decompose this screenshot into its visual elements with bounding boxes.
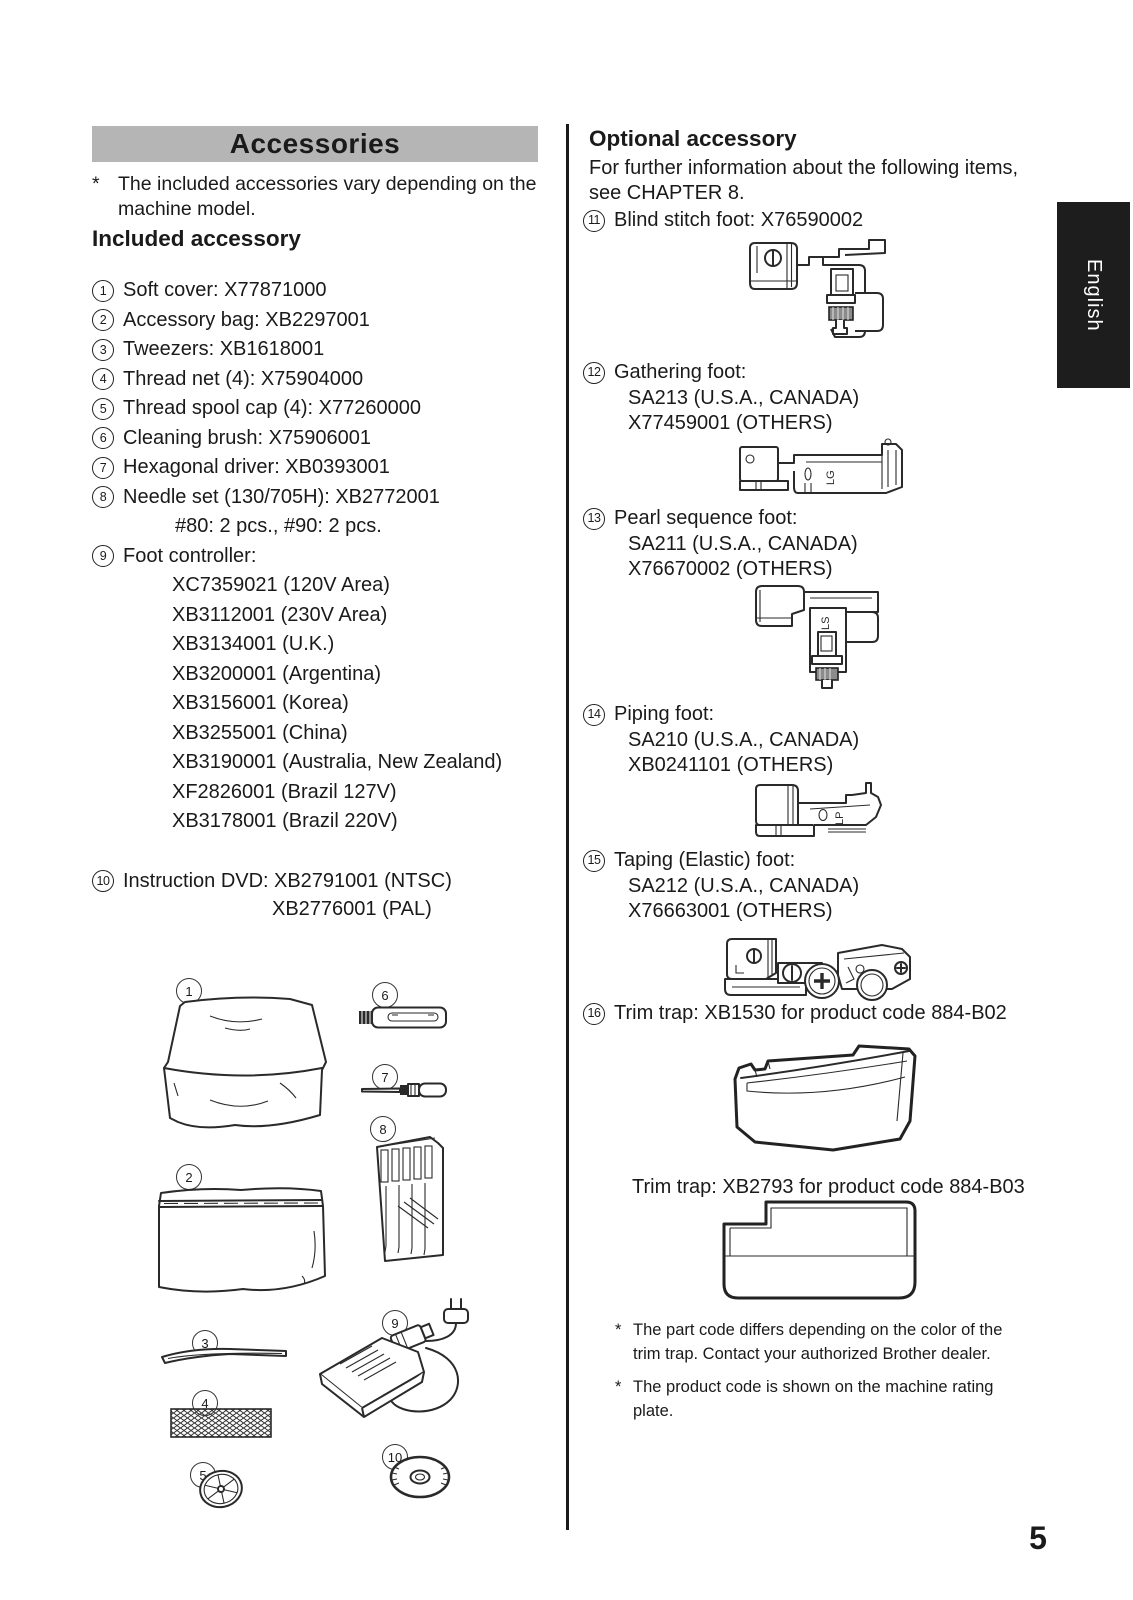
figure-callout-8: 8 [370,1116,396,1142]
figure-callout-7: 7 [372,1064,398,1090]
list-item: 6 Cleaning brush: X75906001 [92,424,557,454]
blind-stitch-foot-illustration [749,239,886,338]
item-number-badge: 13 [583,508,605,530]
piping-foot-illustration: LP [755,782,882,837]
dvd-code: XB2791001 (NTSC) [274,869,452,892]
language-tab: English [1057,202,1130,388]
item-number-badge: 12 [583,362,605,384]
list-item: 10 Instruction DVD: XB2791001 (NTSC) [92,867,557,897]
item-number-badge: 11 [583,210,605,232]
language-tab-label: English [1083,258,1105,332]
taping-elastic-foot-illustration [724,938,911,1001]
trim-trap-1-illustration [733,1044,917,1152]
optional-item-11: 11 Blind stitch foot: X76590002 [583,208,863,234]
note-text: The included accessories vary depending … [118,173,537,220]
footnote-asterisk: * [615,1321,622,1339]
footnote: * The product code is shown on the machi… [615,1375,1015,1423]
gathering-foot-illustration: LG [739,438,903,494]
page-number: 5 [1029,1520,1047,1556]
optional-accessory-intro: For further information about the follow… [589,157,1019,204]
list-item: 7 Hexagonal driver: XB0393001 [92,453,557,483]
thread-net-illustration [170,1408,272,1438]
accessory-bag-illustration [158,1187,326,1293]
svg-text:LP: LP [834,812,846,825]
hexagonal-driver-illustration [361,1082,447,1098]
optional-item-14: 14 Piping foot: SA210 (U.S.A., CANADA) X… [583,702,859,779]
optional-item-12: 12 Gathering foot: SA213 (U.S.A., CANADA… [583,360,859,437]
footnote-asterisk: * [615,1378,622,1396]
item-number-badge: 4 [92,368,114,391]
tweezers-illustration [161,1347,287,1364]
dvd-code: XB2776001 (PAL) [272,898,432,920]
needle-set-illustration [376,1136,444,1262]
page-title: Accessories [229,128,401,159]
trim-trap-2-illustration [722,1200,917,1300]
item-number-badge: 14 [583,704,605,726]
accessories-note: * The included accessories vary dependin… [92,172,538,222]
thread-spool-cap-illustration [199,1469,243,1509]
soft-cover-illustration [163,996,327,1129]
figure-callout-2: 2 [176,1164,202,1190]
included-accessory-figures: 1 6 7 8 [92,960,562,1540]
svg-text:LG: LG [825,470,837,485]
foot-controller-variant: XB3134001 (U.K.) [172,633,335,655]
foot-controller-variant: XB3156001 (Korea) [172,692,349,714]
item-number-badge: 7 [92,456,114,479]
item-number-badge: 16 [583,1003,605,1025]
foot-controller-illustration [319,1298,469,1418]
foot-controller-variant: XB3190001 (Australia, New Zealand) [172,751,503,773]
list-item: 1 Soft cover: X77871000 [92,276,557,306]
footnotes: * The part code differs depending on the… [615,1318,1015,1432]
list-item: 8 Needle set (130/705H): XB2772001 [92,483,557,513]
list-item: 9 Foot controller: [92,542,557,572]
optional-item-15: 15 Taping (Elastic) foot: SA212 (U.S.A.,… [583,848,859,925]
optional-accessory-heading: Optional accessory [589,126,797,151]
footnote: * The part code differs depending on the… [615,1318,1015,1366]
list-item: 3 Tweezers: XB1618001 [92,335,557,365]
list-item: 4 Thread net (4): X75904000 [92,365,557,395]
item-number-badge: 10 [92,870,114,893]
included-accessory-heading: Included accessory [92,226,301,251]
foot-controller-variant: XB3255001 (China) [172,721,348,744]
item-number-badge: 9 [92,545,114,568]
item-number-badge: 1 [92,279,114,302]
trim-trap-2-caption: Trim trap: XB2793 for product code 884-B… [632,1176,1025,1198]
item-number-badge: 5 [92,397,114,420]
item-number-badge: 6 [92,427,114,450]
column-divider [566,124,569,1530]
needle-set-detail: #80: 2 pcs., #90: 2 pcs. [175,515,382,537]
figure-callout-1: 1 [176,978,202,1004]
included-accessory-list: 1 Soft cover: X77871000 2 Accessory bag:… [92,276,557,922]
foot-controller-variant: XB3112001 (230V Area) [172,603,388,626]
foot-controller-variant: XB3178001 (Brazil 220V) [172,810,398,832]
foot-controller-variant: XF2826001 (Brazil 127V) [172,780,397,803]
dvd-disc-illustration [389,1455,451,1499]
pearl-sequence-foot-illustration: LS [755,585,879,689]
foot-controller-variant: XB3200001 (Argentina) [172,662,382,685]
list-item: 2 Accessory bag: XB2297001 [92,306,557,336]
cleaning-brush-illustration [359,1006,447,1029]
item-number-badge: 15 [583,850,605,872]
item-number-badge: 3 [92,338,114,361]
optional-item-13: 13 Pearl sequence foot: SA211 (U.S.A., C… [583,506,858,583]
item-number-badge: 8 [92,486,114,509]
optional-item-16: 16 Trim trap: XB1530 for product code 88… [583,1001,1007,1027]
list-item: 5 Thread spool cap (4): X77260000 [92,394,557,424]
accessories-title-bar: Accessories [92,126,538,162]
svg-text:LS: LS [820,617,832,630]
note-asterisk: * [92,173,100,195]
foot-controller-variant: XC7359021 (120V Area) [172,574,390,596]
item-number-badge: 2 [92,309,114,332]
